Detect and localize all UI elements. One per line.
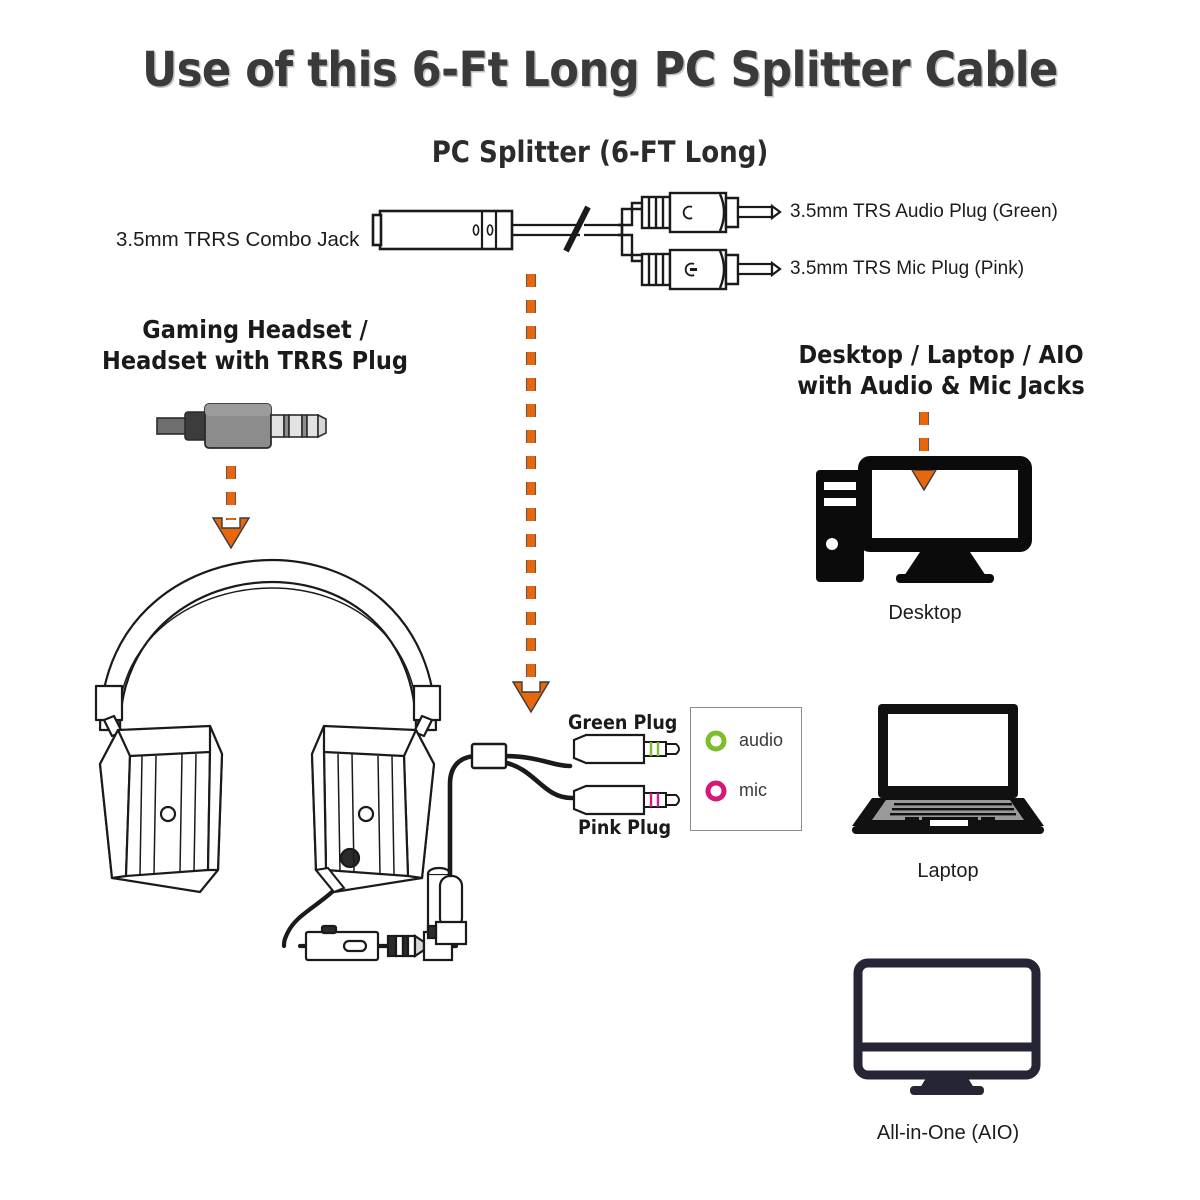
mic-jack-port-icon — [705, 780, 727, 802]
trs-mic-plug-graphic — [640, 248, 782, 291]
headset-section-heading: Gaming Headset / Headset with TRRS Plug — [55, 315, 455, 376]
pink-plug-label: Pink Plug — [578, 816, 672, 839]
trrs-plug-graphic — [156, 403, 327, 449]
gaming-headset-graphic — [94, 558, 459, 962]
desktop-computer-icon — [816, 456, 1032, 583]
page-title: Use of this 6-Ft Long PC Splitter Cable — [142, 42, 1058, 98]
combo-jack-label: 3.5mm TRRS Combo Jack — [116, 228, 360, 251]
laptop-icon — [852, 704, 1044, 834]
green-plug-label: Green Plug — [568, 711, 678, 734]
laptop-caption: Laptop — [917, 860, 979, 882]
computer-heading-line1: Desktop / Laptop / AIO — [798, 340, 1084, 369]
arrow-plug-to-headset — [211, 466, 251, 550]
headset-heading-line1: Gaming Headset / — [142, 315, 368, 344]
computer-heading-line2: with Audio & Mic Jacks — [797, 370, 1085, 400]
aio-caption: All-in-One (AIO) — [876, 1122, 1020, 1144]
headset-heading-line2: Headset with TRRS Plug — [102, 345, 408, 375]
aio-monitor-icon — [853, 958, 1041, 1095]
mic-jack-label: mic — [739, 780, 767, 800]
trs-audio-plug-graphic — [640, 191, 782, 234]
desktop-caption: Desktop — [888, 602, 962, 624]
microphone-symbol-icon — [684, 262, 697, 277]
arrow-splitter-to-cable — [511, 274, 551, 714]
pink-plug-graphic — [572, 784, 680, 816]
audio-jack-port-icon — [705, 730, 727, 752]
splitter-y-cable-graphic — [426, 742, 575, 946]
audio-jack-label: audio — [739, 730, 784, 750]
mic-plug-label: 3.5mm TRS Mic Plug (Pink) — [790, 258, 1025, 279]
computer-section-heading: Desktop / Laptop / AIO with Audio & Mic … — [726, 340, 1156, 401]
jack-panel: audio mic — [690, 707, 802, 831]
audio-plug-label: 3.5mm TRS Audio Plug (Green) — [790, 201, 1058, 222]
splitter-section-heading: PC Splitter (6-FT Long) — [431, 135, 769, 169]
green-plug-graphic — [572, 733, 680, 765]
headphone-symbol-icon — [682, 205, 693, 220]
